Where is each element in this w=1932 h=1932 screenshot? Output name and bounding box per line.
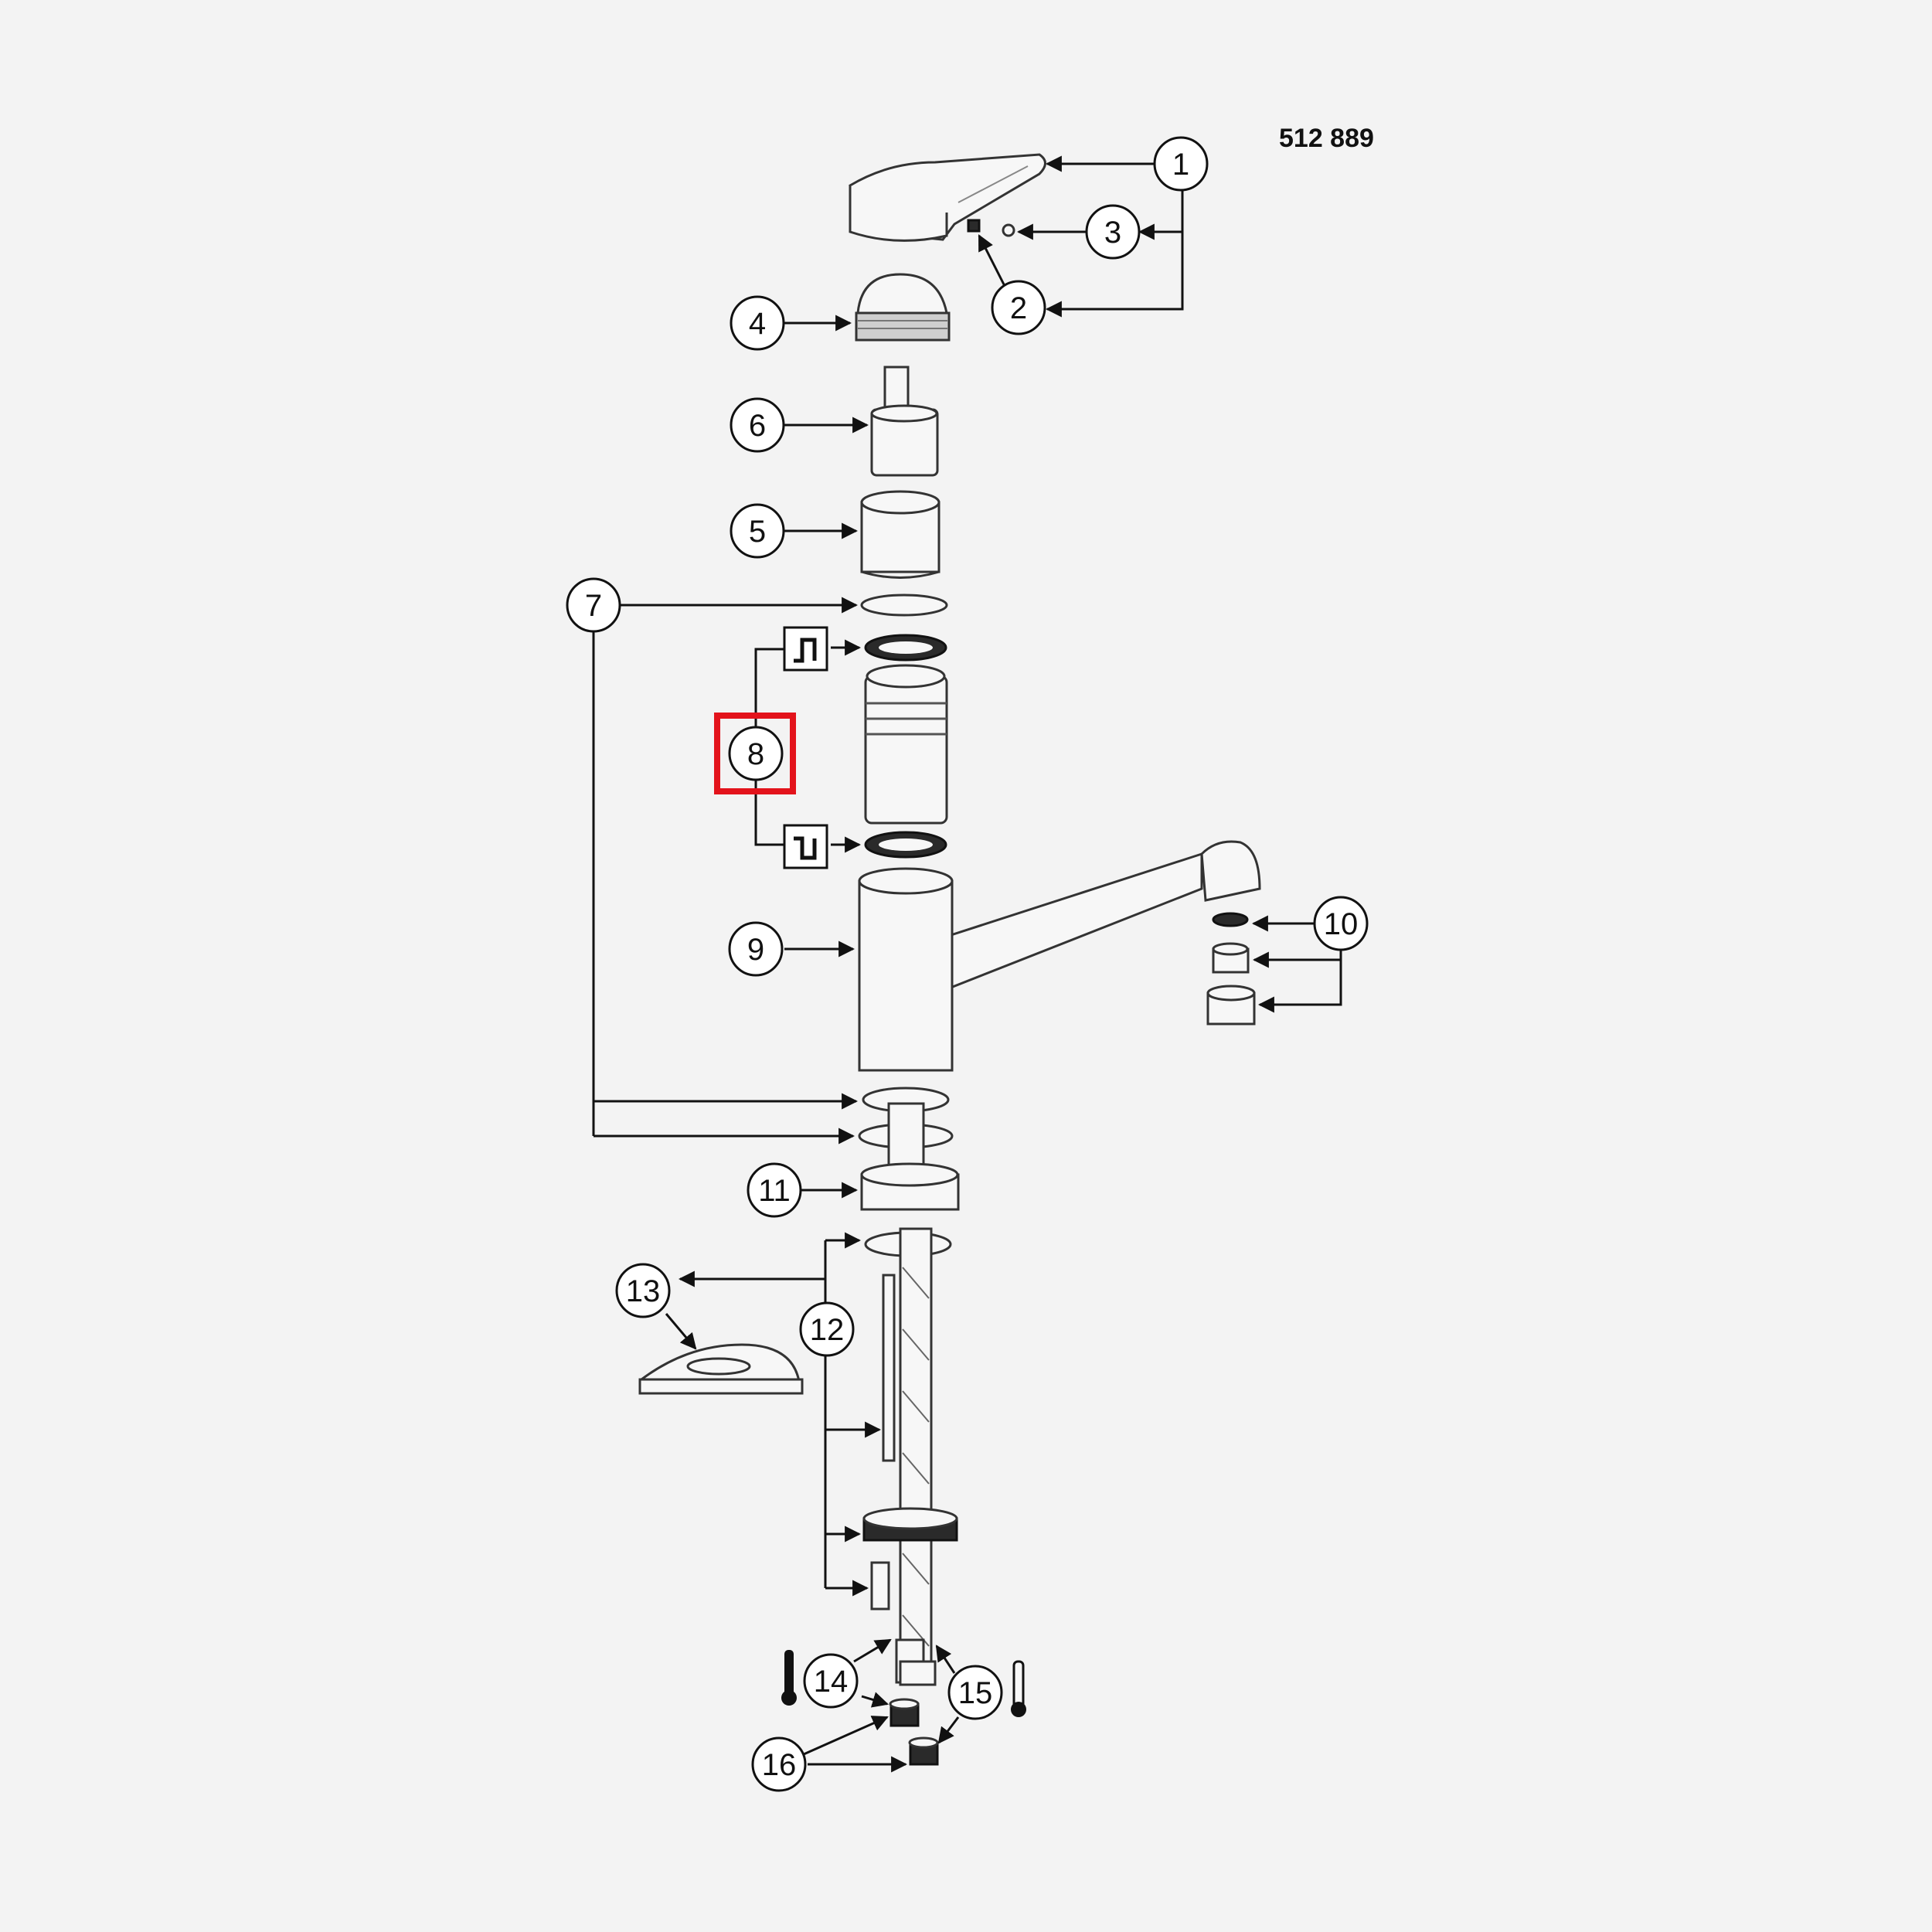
aerator-housing-part xyxy=(1206,985,1256,1026)
fixing-nut-part xyxy=(870,1561,890,1611)
callout-15: 15 xyxy=(947,1665,1003,1720)
thermometer-icon xyxy=(781,1650,797,1706)
faucet-body-part xyxy=(858,840,1261,1072)
callout-9: 9 xyxy=(728,921,784,977)
callout-8[interactable]: 8 xyxy=(714,713,796,794)
fixing-plate-part xyxy=(862,1507,958,1542)
svg-text:10: 10 xyxy=(1324,907,1359,941)
svg-text:14: 14 xyxy=(814,1665,849,1699)
svg-text:6: 6 xyxy=(749,409,766,443)
svg-text:2: 2 xyxy=(1010,291,1027,325)
svg-text:11: 11 xyxy=(758,1174,791,1208)
svg-text:13: 13 xyxy=(626,1274,661,1308)
callout-7: 7 xyxy=(566,577,621,633)
callout-16: 16 xyxy=(751,1736,807,1792)
leader-lines xyxy=(592,155,1342,1773)
base-connector-part xyxy=(860,1102,960,1211)
callout-11: 11 xyxy=(747,1162,802,1218)
aerator-washer-part xyxy=(1212,912,1249,927)
svg-text:9: 9 xyxy=(747,933,764,967)
filter-cold-part xyxy=(908,1736,939,1766)
callout-5: 5 xyxy=(730,503,785,559)
callout-14: 14 xyxy=(803,1653,859,1709)
aerator-insert-part xyxy=(1212,942,1250,974)
callout-2: 2 xyxy=(991,280,1046,335)
diverter-insert-part xyxy=(864,664,948,825)
callout-6: 6 xyxy=(730,397,785,453)
callout-3: 3 xyxy=(1085,204,1141,260)
cold-down-arrow-icon xyxy=(783,824,828,869)
svg-text:15: 15 xyxy=(958,1676,993,1710)
callout-1: 1 xyxy=(1153,136,1209,192)
threaded-rod-part xyxy=(882,1274,896,1462)
svg-text:3: 3 xyxy=(1104,216,1121,250)
lever-handle-part xyxy=(849,153,1046,242)
cap-nut-part xyxy=(855,273,951,342)
sleeve-part xyxy=(860,490,940,579)
callout-13: 13 xyxy=(615,1263,671,1318)
cartridge-part xyxy=(870,366,939,477)
hose-end-cold-part xyxy=(899,1660,937,1686)
supply-hose-part xyxy=(899,1227,933,1679)
svg-text:7: 7 xyxy=(585,589,602,623)
part-number: 512 889 xyxy=(1279,124,1374,153)
callout-10: 10 xyxy=(1313,896,1369,951)
o-ring-top-part xyxy=(860,594,948,617)
filter-hot-part xyxy=(889,1698,920,1727)
svg-text:12: 12 xyxy=(810,1313,845,1347)
svg-text:1: 1 xyxy=(1172,148,1189,182)
callout-4: 4 xyxy=(730,295,785,351)
svg-text:8: 8 xyxy=(747,737,764,771)
grub-screw-part xyxy=(967,219,1015,237)
svg-text:5: 5 xyxy=(749,515,766,549)
thermometer-icon xyxy=(1011,1660,1026,1717)
escutcheon-plate-part xyxy=(638,1343,804,1395)
hot-up-arrow-icon xyxy=(783,626,828,672)
svg-text:4: 4 xyxy=(749,307,766,341)
svg-text:16: 16 xyxy=(762,1748,797,1782)
callout-12: 12 xyxy=(799,1301,855,1357)
callout-8-highlight-box xyxy=(714,713,796,794)
